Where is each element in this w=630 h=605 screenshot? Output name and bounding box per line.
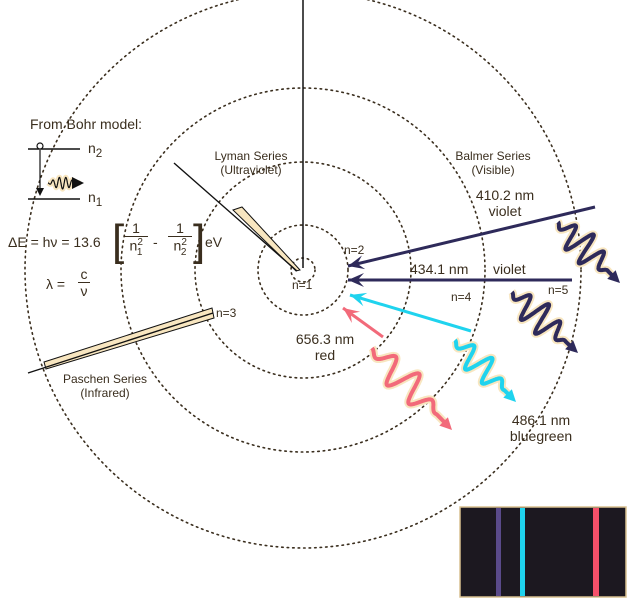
color-name: violet [488,203,522,220]
lyman-label: Lyman Series(Ultraviolet) [196,149,306,178]
color-name: bluegreen [509,428,573,445]
orbit-n3 [194,161,412,379]
level-n2-label: n=2 [344,243,365,257]
electron-icon [36,142,44,150]
arrow-486 [349,292,472,333]
numerator: 1 [168,220,192,238]
spectrum-line-red [593,508,599,596]
exp: 2 [137,237,143,249]
arrowhead-icon [439,417,452,430]
series-name: Balmer Series [455,149,531,163]
formula-unit: eV [205,234,223,250]
n: n [129,237,138,254]
level-n1-label: n=1 [292,278,313,292]
arrowhead-icon [348,273,364,287]
violet-434-wave [508,288,578,353]
orbit-n2 [257,224,349,316]
spectrum-line-violet [496,508,501,596]
bracket-right: ] [193,216,206,265]
minus-sign: - [153,234,158,250]
level-n4-label: n=4 [451,290,472,304]
arrowhead-icon [565,340,578,353]
bohr-n2-label: n2 [88,140,102,160]
wavelength: 656.3 nm [295,331,355,347]
series-sub: (Infrared) [80,385,130,400]
lambda-eq: λ = [46,276,66,292]
series-name: Lyman Series [214,149,288,163]
numerator: 1 [124,220,148,238]
balmer-label: Balmer Series(Visible) [438,149,548,178]
lyman-wedge [232,206,301,272]
bohr-n1-label: n1 [88,189,102,209]
arrowhead-icon [72,177,84,189]
bohr-title: From Bohr model: [30,116,143,132]
n: n [173,237,182,254]
red-656-wave [368,344,452,430]
level-n5-label: n=5 [548,283,569,297]
line-434-color: violet [493,261,526,277]
n-label: n [88,189,96,205]
arrowhead-icon [607,270,620,283]
bluegreen-486-wave [451,336,516,402]
color-name: red [314,347,336,364]
formula-lhs: ΔE = hν = 13.6 [8,234,101,250]
n-label: n [88,140,96,156]
arrow-410 [347,205,596,270]
sub-label: 2 [95,146,103,160]
orbit-n5 [24,0,582,549]
series-name: Paschen Series [62,372,148,386]
wavelength: 410.2 nm [475,187,535,203]
photon-wave-icon [45,174,84,192]
denominator: n21 [124,237,148,258]
spectrum-line-bluegreen [520,508,525,596]
sub: 1 [136,246,143,258]
exp: 2 [181,237,187,249]
transition-arrowhead-icon [36,188,44,196]
arrowhead-icon [348,255,366,270]
denominator: ν [80,283,88,300]
arrowhead-icon [343,308,361,324]
paschen-line [27,312,214,374]
arrow-434 [348,273,572,287]
violet-410-wave [554,218,620,283]
sub: 2 [180,246,187,258]
paschen-label: Paschen Series(Infrared) [50,372,160,401]
sub-label: 1 [95,195,103,209]
denominator: n22 [168,237,192,258]
arrowhead-icon [503,389,516,402]
series-sub: (Visible) [471,162,515,177]
level-n3-label: n=3 [216,306,237,320]
bracket-left: [ [112,216,125,265]
arrowhead-icon [350,292,368,307]
wavelength: 486.1 nm [511,412,571,428]
lyman-diagonal-line [173,162,298,272]
series-sub: (Ultraviolet) [220,162,282,177]
arrow-656 [342,306,384,339]
numerator: c [78,266,90,284]
line-434-wavelength: 434.1 nm [410,261,469,277]
spectrum-image [459,506,627,598]
